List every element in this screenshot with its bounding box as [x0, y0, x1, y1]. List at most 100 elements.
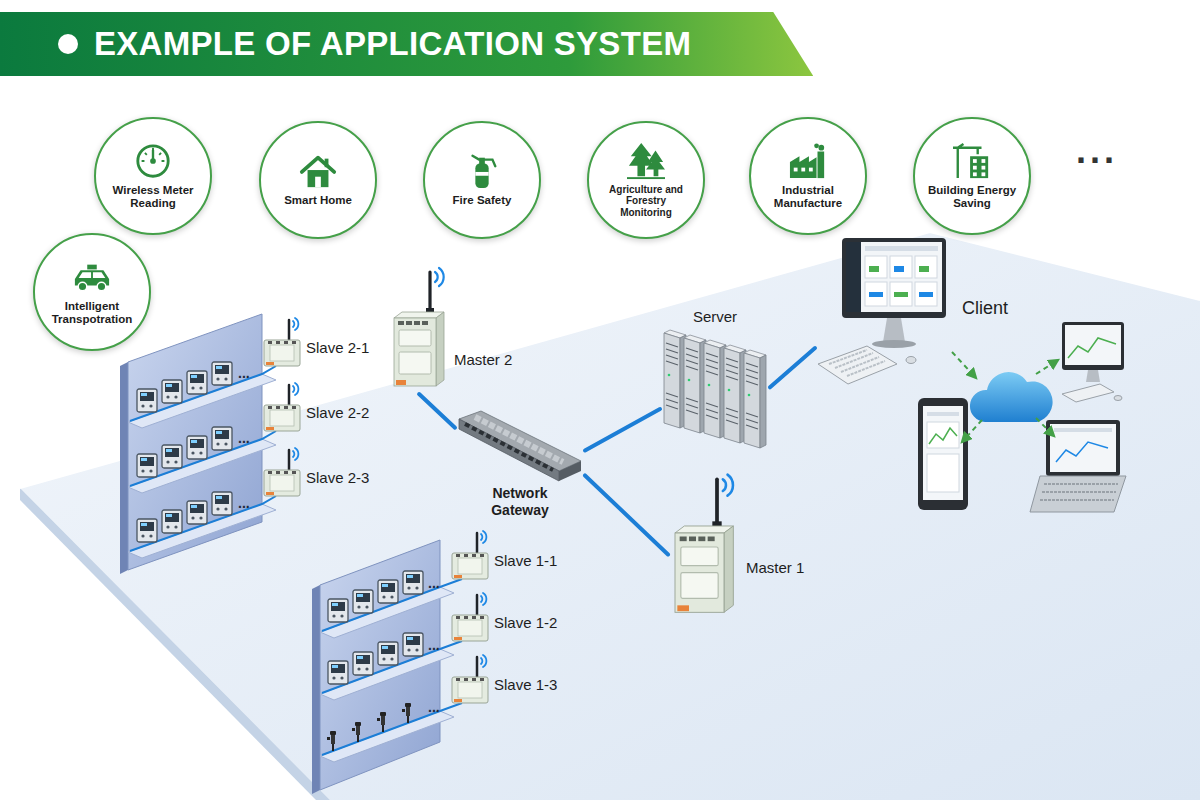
device-label: Master 1 — [746, 559, 804, 576]
slave-module-picture-shape — [264, 318, 300, 366]
device-label: Slave 1-2 — [494, 614, 557, 631]
client-devices-part — [1062, 384, 1114, 402]
meter-rack-part — [187, 501, 207, 524]
meter-rack-part — [403, 633, 423, 656]
network-cable — [419, 394, 455, 428]
device-label: Slave 2-3 — [306, 469, 369, 486]
meter-rack-part — [162, 510, 182, 533]
master-module-picture — [388, 266, 448, 394]
slave-module-picture-shape — [264, 448, 300, 496]
ellipsis-mark: ... — [238, 366, 250, 380]
device-label: Server — [693, 308, 737, 325]
ellipsis-mark: ... — [238, 431, 250, 445]
slave-module-picture — [262, 316, 302, 368]
slave-module: Slave 1-2 — [450, 591, 557, 643]
meter-rack-part — [322, 703, 462, 755]
network-cable — [770, 348, 815, 387]
network-cable — [585, 475, 668, 554]
meter-rack-part — [212, 492, 232, 515]
device-label: Client — [962, 298, 1008, 319]
slave-module: Slave 1-3 — [450, 653, 557, 705]
client-devices-part — [952, 352, 976, 378]
client-devices-part — [970, 372, 1053, 422]
application-circle: Intelligent Transpotration — [33, 233, 151, 351]
slave-module-picture-shape — [452, 531, 488, 579]
client-devices-part — [962, 420, 982, 442]
meter-rack-part — [130, 496, 276, 551]
meter-rack-part — [377, 712, 386, 732]
server-rack: Server — [660, 308, 770, 452]
meter-rack-part — [353, 590, 373, 613]
category-icon-shape — [627, 143, 665, 179]
ellipsis-mark: ... — [1076, 133, 1118, 169]
title-banner: EXAMPLE OF APPLICATION SYSTEM — [0, 12, 813, 76]
meter-rack-part — [352, 722, 361, 742]
client-devices — [918, 322, 1126, 512]
slave-module-picture-shape — [264, 383, 300, 431]
meter-rack-part — [378, 642, 398, 665]
slave-module-picture — [262, 381, 302, 433]
client-devices-part — [1036, 360, 1058, 374]
slave-module: Slave 2-3 — [262, 446, 369, 498]
client-devices-part — [1036, 418, 1054, 436]
ellipsis-mark: ... — [428, 700, 440, 714]
network-gateway-picture-shape — [459, 411, 581, 481]
meter-rack-part — [162, 380, 182, 403]
network-gateway: Network Gateway — [455, 405, 585, 519]
application-circle: Wireless Meter Reading — [94, 117, 212, 235]
client-devices-part — [927, 412, 959, 416]
category-icon-shape — [75, 264, 109, 290]
category-label: Fire Safety — [453, 194, 512, 207]
category-icon — [786, 142, 830, 180]
device-label: Slave 1-3 — [494, 676, 557, 693]
ellipsis-mark: ... — [428, 576, 440, 590]
meter-rack-part — [137, 519, 157, 542]
master-module-picture-shape — [394, 268, 444, 386]
category-label: Industrial Manufacture — [761, 184, 855, 210]
meter-rack-part — [327, 731, 336, 751]
network-gateway-picture — [455, 405, 585, 485]
application-circle: Agriculture and Forestry Monitoring — [587, 121, 705, 239]
slave-module-picture — [262, 446, 302, 498]
category-icon-shape — [953, 144, 988, 178]
server-rack-picture — [660, 327, 770, 452]
client-devices-part — [1040, 484, 1118, 500]
meter-rack-part — [322, 641, 462, 693]
category-icon — [624, 142, 668, 180]
category-icon — [296, 152, 340, 190]
ellipsis-mark: ... — [428, 638, 440, 652]
application-circle: Smart Home — [259, 121, 377, 239]
slave-module-picture — [450, 653, 490, 705]
meter-rack-part — [320, 711, 454, 762]
application-circle: Building Energy Saving — [913, 117, 1031, 235]
category-icon-shape — [138, 146, 168, 176]
category-label: Smart Home — [284, 194, 352, 207]
client-devices-part — [1056, 442, 1108, 462]
slave-module: Slave 2-2 — [262, 381, 369, 433]
client-devices-part — [1050, 424, 1116, 472]
meter-rack-part — [162, 445, 182, 468]
client-devices-part — [923, 406, 963, 500]
meter-rack-part — [187, 436, 207, 459]
client-devices-part — [927, 422, 959, 448]
master-module: Master 2 — [388, 266, 512, 394]
category-icon — [70, 258, 114, 296]
device-label: Master 2 — [454, 351, 512, 368]
meter-rack-part — [328, 661, 348, 684]
category-icon — [460, 152, 504, 190]
meter-rack — [120, 314, 276, 574]
slave-module: Slave 2-1 — [262, 316, 369, 368]
category-icon-shape — [302, 158, 334, 187]
client-devices-part — [1030, 476, 1126, 512]
meter-rack-part — [212, 362, 232, 385]
client-devices-part — [1054, 428, 1112, 432]
device-label: Slave 2-1 — [306, 339, 369, 356]
meter-rack — [312, 540, 462, 794]
floor-platform-part — [20, 232, 1200, 800]
meter-rack-part — [137, 389, 157, 412]
application-circle: Fire Safety — [423, 121, 541, 239]
meter-rack-part — [130, 431, 276, 486]
ellipsis-mark: ... — [238, 496, 250, 510]
